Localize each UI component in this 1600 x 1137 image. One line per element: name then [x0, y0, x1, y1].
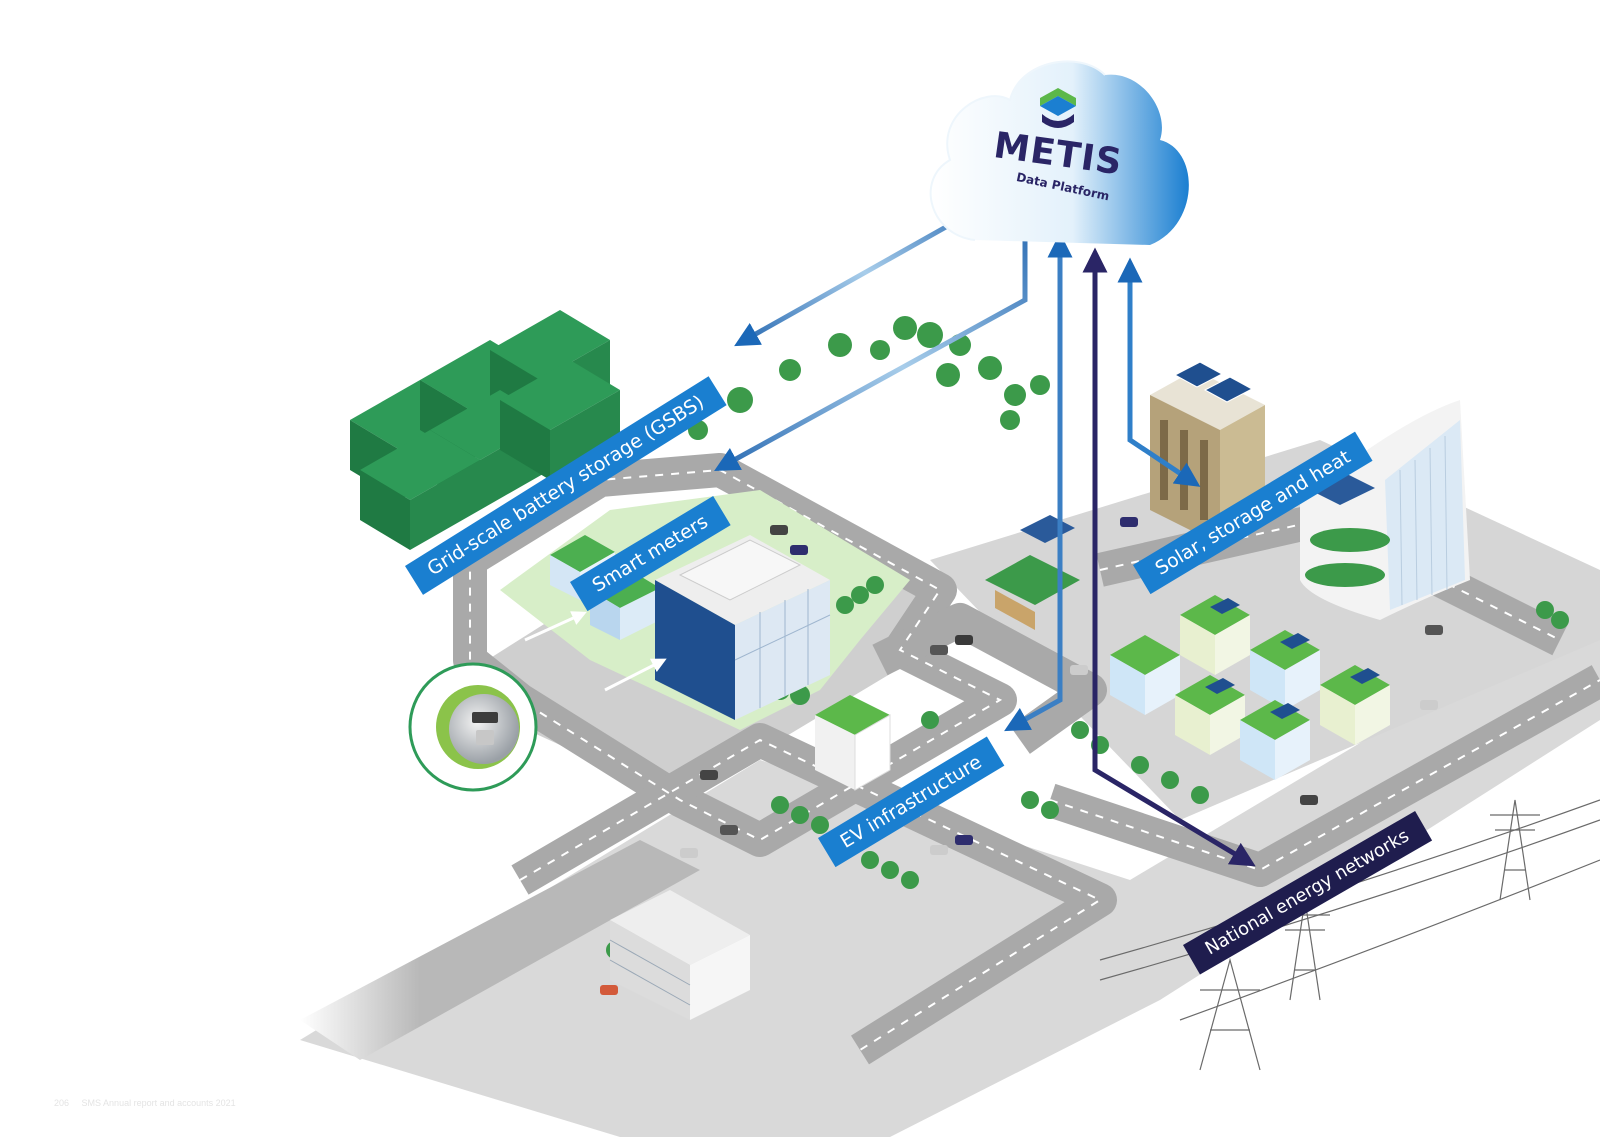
footer-text: SMS Annual report and accounts 2021: [81, 1098, 236, 1108]
smart-meter-device: [408, 662, 538, 792]
ev-building: [815, 695, 891, 791]
meter-arrow-1: [524, 611, 587, 642]
office-building: [655, 535, 831, 720]
ev-arrow: [1004, 232, 1073, 732]
metis-logo-icon: [1040, 88, 1076, 128]
cloud: [929, 60, 1189, 246]
lower-office: [609, 890, 750, 1020]
battery-containers: [350, 310, 620, 550]
glass-tower: [1300, 400, 1470, 620]
national-arrow: [1082, 247, 1256, 867]
footer-page-number: 206: [54, 1098, 70, 1108]
solar-arrow: [1117, 257, 1201, 487]
meter-arrow-2: [604, 658, 667, 692]
footer: 206 SMS Annual report and accounts 2021: [54, 1098, 236, 1108]
